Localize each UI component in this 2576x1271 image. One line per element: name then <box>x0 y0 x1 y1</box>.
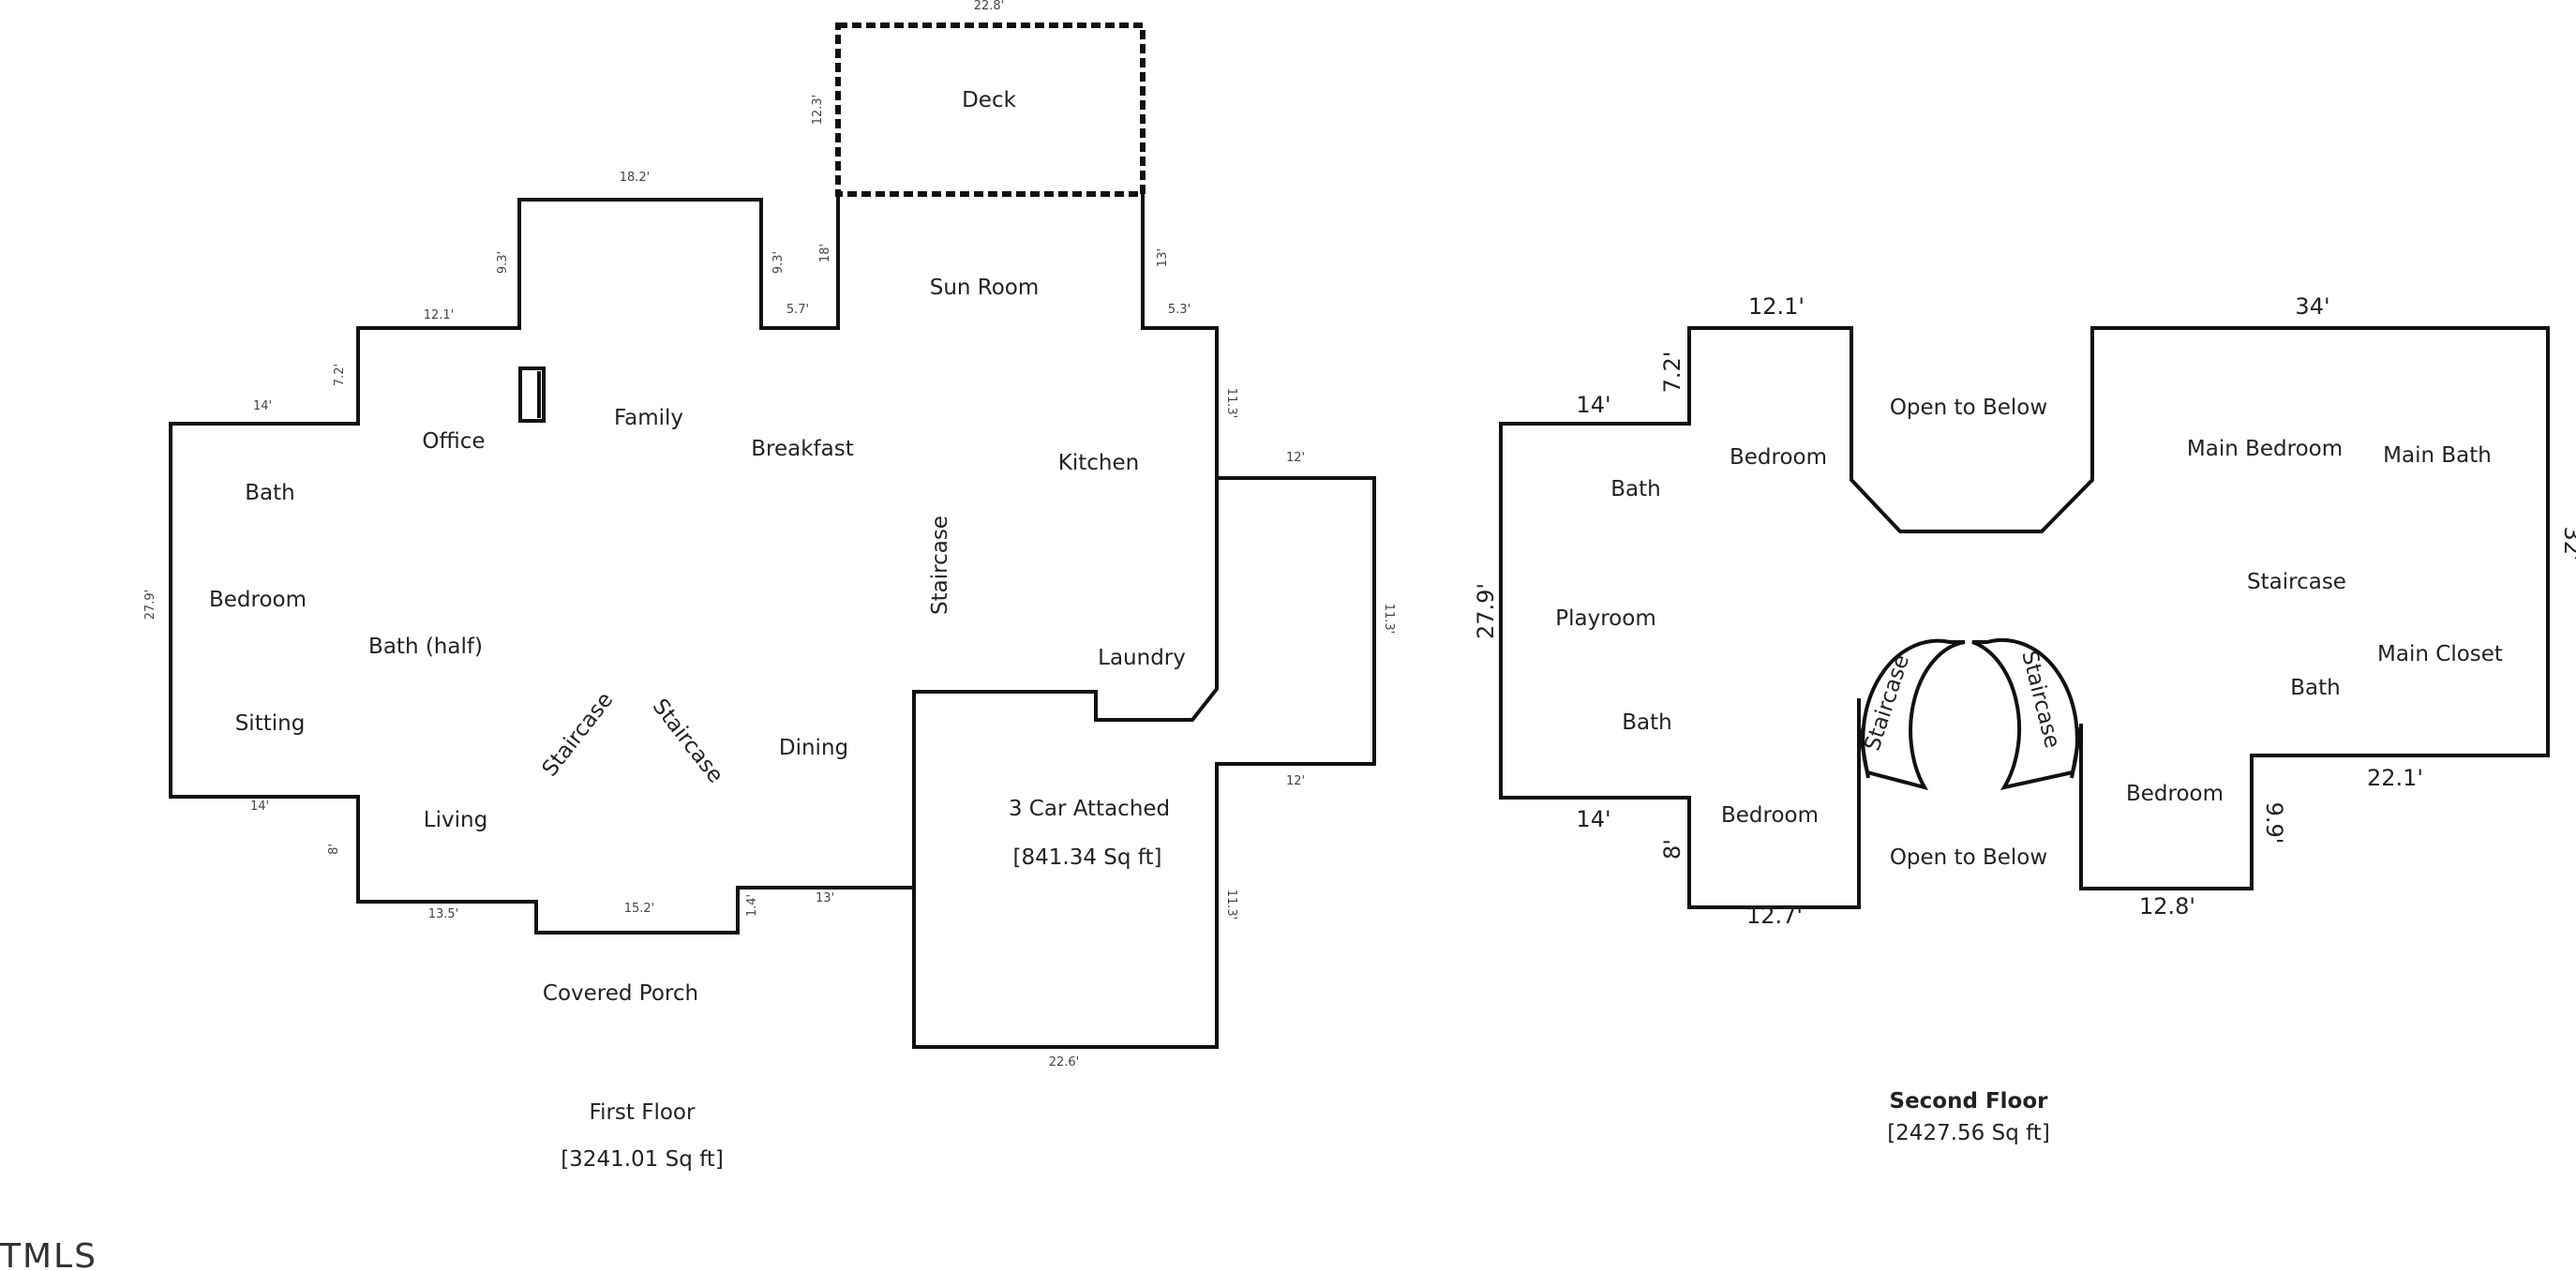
dining-label: Dining <box>779 736 848 760</box>
playroom-label: Playroom <box>1555 606 1655 631</box>
second-bath-top-label: Bath <box>1610 477 1660 501</box>
second-floor-area: [2427.56 Sq ft] <box>1887 1121 2050 1145</box>
second-floor-title: Second Floor <box>1890 1089 2049 1114</box>
staircase-left-label: Staircase <box>538 688 619 781</box>
garage-label: 3 Car Attached <box>1009 797 1170 821</box>
dim-sun-left-vert: 18' <box>818 244 832 262</box>
dim-sun-left-notch: 5.7' <box>786 303 809 317</box>
second-bedroom-top-label: Bedroom <box>1730 445 1827 470</box>
curved-staircase-right <box>1971 637 2079 790</box>
dim-family-right: 9.3' <box>771 251 786 274</box>
fireplace-icon <box>518 366 546 423</box>
curved-staircase-right-label: Staircase <box>2016 649 2064 751</box>
dim-dining-bottom: 13' <box>816 891 834 905</box>
first-floor-outline-right <box>912 194 1376 1049</box>
main-bath-label: Main Bath <box>2383 443 2492 468</box>
office-label: Office <box>422 429 485 454</box>
dim-bottom-left: 14' <box>250 800 269 814</box>
staircase-rail-right <box>2070 725 2083 779</box>
dim2-bottom-left-base: 12.7' <box>1746 903 1803 929</box>
dim-living-left: 8' <box>327 844 341 855</box>
dim2-bottom-left-vert: 8' <box>1659 839 1685 860</box>
dim-office-top: 12.1' <box>424 308 455 322</box>
bath-half-label: Bath (half) <box>368 635 483 659</box>
sitting-label: Sitting <box>235 711 306 736</box>
staircase-center-label: Staircase <box>928 516 952 615</box>
main-closet-label: Main Closet <box>2377 642 2503 666</box>
dim2-top-right: 34' <box>2295 293 2329 320</box>
dim2-left-wall: 27.9' <box>1473 583 1499 639</box>
dim-left-wall: 27.9' <box>143 590 157 621</box>
first-floor-outline <box>169 194 914 935</box>
staircase-rail-left <box>1857 725 1870 779</box>
dim2-right-notch-vert: 9.9' <box>2261 802 2287 845</box>
dim-garage-mid: 12' <box>1286 774 1305 788</box>
deck-outline <box>835 22 1146 197</box>
garage-area-label: [841.34 Sq ft] <box>1013 845 1162 870</box>
dim2-left-notch-horiz: 14' <box>1576 392 1610 418</box>
kitchen-label: Kitchen <box>1058 451 1139 475</box>
staircase-right-label: Staircase <box>648 695 728 787</box>
open-to-below-bottom-label: Open to Below <box>1890 845 2047 870</box>
first-floor-area: [3241.01 Sq ft] <box>561 1147 724 1172</box>
dim-family-left: 9.3' <box>496 251 510 274</box>
second-floor-plan: Bedroom Open to Below Main Bedroom Main … <box>1473 293 2576 1145</box>
breakfast-label: Breakfast <box>751 437 854 461</box>
curved-staircase-left <box>1861 638 1966 791</box>
deck-label: Deck <box>962 88 1017 112</box>
dim-family-top: 18.2' <box>620 171 651 185</box>
dim-kitchen-right: 11.3' <box>1224 388 1238 419</box>
dim2-top-left: 12.1' <box>1748 293 1805 320</box>
covered-porch-label: Covered Porch <box>543 981 698 1006</box>
dim-garage-right: 11.3' <box>1382 604 1396 635</box>
family-label: Family <box>614 406 683 430</box>
dim-deck-top: 22.8' <box>974 0 1005 13</box>
laundry-label: Laundry <box>1098 646 1186 670</box>
main-bedroom-label: Main Bedroom <box>2187 437 2343 461</box>
dim2-bottom-right-base: 12.8' <box>2139 893 2195 920</box>
open-to-below-top-label: Open to Below <box>1890 396 2047 420</box>
first-floor-title: First Floor <box>590 1100 696 1125</box>
dim-bath-top: 14' <box>253 399 272 413</box>
dim-garage-lower: 11.3' <box>1224 890 1238 920</box>
bath-label: Bath <box>245 481 294 505</box>
dim-porch-right: 1.4' <box>745 894 759 917</box>
second-bedroom-bottom-left-label: Bedroom <box>1721 803 1819 828</box>
bedroom-label: Bedroom <box>209 588 307 612</box>
second-bath-mid-label: Bath <box>1622 710 1671 735</box>
sun-room-label: Sun Room <box>930 276 1040 300</box>
dim-living-bottom: 13.5' <box>428 907 459 921</box>
dim-garage-top: 12' <box>1286 451 1305 465</box>
dim2-bottom-left-horiz: 14' <box>1576 806 1610 832</box>
dim2-left-notch-vert: 7.2' <box>1659 351 1685 394</box>
dim-kitchen-notch: 5.3' <box>1168 303 1191 317</box>
second-bath-right-label: Bath <box>2290 676 2340 700</box>
dim-garage-bottom: 22.6' <box>1049 1055 1080 1069</box>
dim-porch-top: 15.2' <box>624 902 655 916</box>
second-staircase-label: Staircase <box>2247 570 2346 594</box>
dim2-right-wall: 32' <box>2559 526 2576 561</box>
dim2-right-notch-horiz: 22.1' <box>2367 765 2423 791</box>
dim-office-left: 7.2' <box>333 364 347 386</box>
second-floor-outline-left <box>1499 326 2550 909</box>
living-label: Living <box>424 808 487 832</box>
mls-brand-logo: TMLS <box>0 1237 97 1271</box>
dim-deck-side: 12.3' <box>811 95 825 126</box>
first-floor-plan: Deck Sun Room Office Family Breakfast Ki… <box>143 0 1396 1172</box>
second-bedroom-bottom-right-label: Bedroom <box>2126 782 2224 806</box>
dim-sun-right-vert: 13' <box>1156 248 1170 267</box>
